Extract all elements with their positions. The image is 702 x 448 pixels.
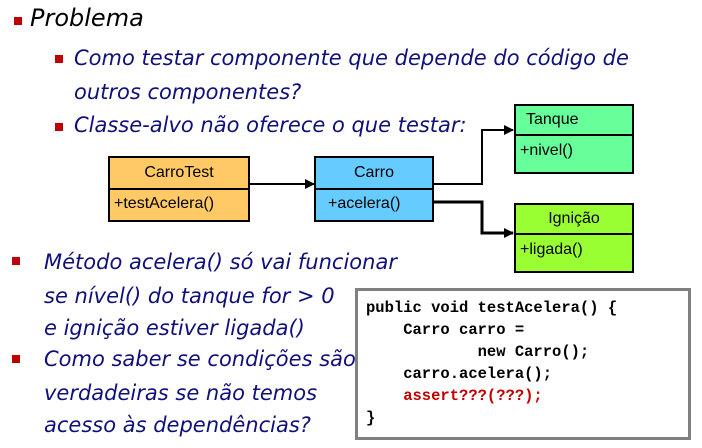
- code-line: public void testAcelera() {: [366, 299, 618, 317]
- lower-bullet-1-line-1: Método acelera() só vai funcionar: [44, 250, 397, 274]
- lower-bullet-2-line-3: acesso às dependências?: [44, 413, 311, 437]
- sub-bullet-1-line-2: outros componentes?: [74, 80, 302, 104]
- class-title: CarroTest: [110, 158, 248, 190]
- sub-bullet-1-marker: [55, 55, 63, 63]
- slide-heading: Problema: [30, 4, 144, 32]
- arrow-carro-ignicao: [432, 200, 514, 238]
- lower-bullet-2-marker: [12, 355, 20, 363]
- class-member: +nivel(): [520, 142, 573, 159]
- class-member: +acelera(): [328, 195, 401, 212]
- code-line: }: [366, 409, 376, 427]
- code-line: Carro carro =: [366, 321, 525, 339]
- class-box-carro: Carro +acelera(): [314, 156, 434, 222]
- lower-bullet-2-line-1: Como saber se condições são: [44, 347, 356, 371]
- class-title: Carro: [316, 158, 432, 190]
- class-box-carrotest: CarroTest +testAcelera(): [108, 156, 250, 222]
- class-box-tanque: Tanque +nivel(): [514, 104, 634, 174]
- lower-bullet-1-line-2: se nível() do tanque for > 0: [44, 284, 335, 308]
- sub-bullet-2-marker: [55, 123, 63, 131]
- class-box-ignicao: Ignição +ligada(): [514, 203, 634, 273]
- class-title: Ignição: [516, 205, 632, 235]
- sub-bullet-1-line-1: Como testar componente que depende do có…: [74, 46, 629, 70]
- arrow-carro-tanque: [432, 125, 514, 185]
- lower-bullet-1-line-3: e ignição estiver ligada(): [44, 316, 305, 340]
- code-line-assert: assert???(???);: [366, 387, 543, 405]
- code-line: new Carro();: [366, 343, 590, 361]
- class-member: +ligada(): [520, 241, 583, 258]
- code-snippet: public void testAcelera() { Carro carro …: [355, 288, 691, 440]
- sub-bullet-2-text: Classe-alvo não oferece o que testar:: [74, 113, 467, 137]
- code-line: carro.acelera();: [366, 365, 553, 383]
- class-member: +testAcelera(): [114, 195, 215, 212]
- class-title: Tanque: [516, 106, 632, 136]
- heading-bullet: [14, 17, 22, 25]
- lower-bullet-2-line-2: verdadeiras se não temos: [44, 381, 318, 405]
- lower-bullet-1-marker: [12, 257, 20, 265]
